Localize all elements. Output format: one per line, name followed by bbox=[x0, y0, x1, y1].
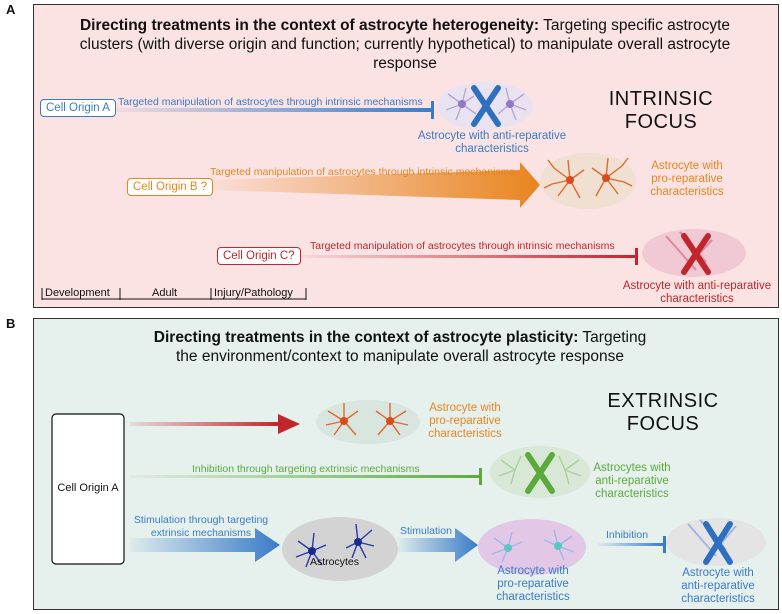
x-mark-green-icon bbox=[525, 452, 555, 494]
caption-mid-b-line3: characteristics bbox=[595, 488, 669, 500]
extrinsic-focus-line2: FOCUS bbox=[626, 413, 700, 435]
intrinsic-focus-line2: FOCUS bbox=[624, 111, 698, 133]
timeline-development: Development bbox=[45, 287, 110, 299]
panel-a-title-rest: Targeting specific astrocyte clusters (w… bbox=[79, 17, 731, 72]
caption-a-line1: Astrocyte with anti-reparative bbox=[417, 130, 567, 142]
caption-c: Astrocyte with anti-reparative character… bbox=[612, 280, 782, 306]
x-mark-c-icon bbox=[681, 233, 711, 275]
green-inhibition-line bbox=[130, 468, 482, 485]
caption-top-b: Astrocyte with pro-reparative characteri… bbox=[420, 402, 510, 441]
caption-anti-b-line3: characteristics bbox=[681, 593, 755, 605]
timeline-adult: Adult bbox=[152, 287, 178, 299]
caption-pro-b-line1: Astrocyte with bbox=[497, 565, 569, 577]
panel-b-title: Directing treatments in the context of a… bbox=[150, 328, 650, 366]
extrinsic-focus-label: EXTRINSIC FOCUS bbox=[598, 390, 728, 436]
stim-text-b-line1: Stimulation through targeting bbox=[133, 514, 269, 526]
astrocyte-cluster-top-b bbox=[316, 400, 420, 444]
caption-mid-b-line2: anti-reparative bbox=[595, 475, 669, 487]
caption-b-line1: Astrocyte with bbox=[651, 160, 723, 172]
stimulation-arrow-b bbox=[210, 162, 540, 208]
inhibition-text-b: Inhibition through targeting extrinsic m… bbox=[192, 463, 420, 475]
astrocyte-cluster-pro-b bbox=[478, 519, 586, 575]
caption-anti-b: Astrocyte with anti-reparative character… bbox=[668, 567, 768, 606]
astrocytes-label: Astrocytes bbox=[310, 556, 360, 568]
caption-mid-b: Astrocytes with anti-reparative characte… bbox=[582, 462, 682, 501]
caption-anti-b-line2: anti-reparative bbox=[681, 580, 755, 592]
inhibition-line-a bbox=[112, 101, 434, 119]
panel-a-title-bold: Directing treatments in the context of a… bbox=[79, 17, 540, 34]
x-mark-blue-b-icon bbox=[703, 521, 733, 565]
caption-top-b-line3: characteristics bbox=[428, 428, 502, 440]
caption-top-b-line2: pro-reparative bbox=[429, 415, 501, 427]
panel-a-label: A bbox=[6, 2, 16, 17]
inhibition-line-b bbox=[598, 536, 666, 553]
panel-b-title-rest: Targeting the environment/context to man… bbox=[175, 329, 647, 365]
stim-text-b-line2: extrinsic mechanisms bbox=[150, 527, 252, 539]
stimulation-label: Stimulation bbox=[400, 525, 452, 537]
caption-b: Astrocyte with pro-reparative characteri… bbox=[632, 160, 742, 199]
stim-text-b: Stimulation through targeting extrinsic … bbox=[126, 514, 276, 540]
astrocyte-cluster-b bbox=[540, 153, 636, 209]
stimulation-arrow-b2 bbox=[398, 528, 478, 562]
arrow-text-a: Targeted manipulation of astrocytes thro… bbox=[118, 96, 423, 108]
panel-a-title: Directing treatments in the context of a… bbox=[70, 16, 740, 73]
arrow-text-c: Targeted manipulation of astrocytes thro… bbox=[310, 240, 615, 252]
caption-pro-b-line3: characteristics bbox=[496, 591, 570, 603]
caption-c-line1: Astrocyte with anti-reparative bbox=[622, 280, 772, 292]
cell-origin-b-label: Cell Origin A bbox=[57, 482, 119, 494]
cell-origin-b-box bbox=[51, 413, 125, 565]
cell-origin-c-box: Cell Origin C? bbox=[217, 247, 301, 265]
caption-c-line2: characteristics bbox=[660, 293, 734, 305]
intrinsic-focus-line1: INTRINSIC bbox=[608, 88, 714, 110]
caption-b-line2: pro-reparative bbox=[651, 173, 723, 185]
inhibition-line-c bbox=[300, 248, 638, 265]
caption-pro-b: Astrocyte with pro-reparative characteri… bbox=[478, 565, 588, 604]
caption-mid-b-line1: Astrocytes with bbox=[593, 462, 671, 474]
caption-top-b-line1: Astrocyte with bbox=[429, 402, 501, 414]
cell-origin-a-box: Cell Origin A bbox=[40, 99, 116, 117]
caption-a-line2: characteristics bbox=[455, 143, 529, 155]
panel-b bbox=[33, 318, 779, 610]
panel-b-label: B bbox=[6, 316, 16, 331]
caption-a: Astrocyte with anti-reparative character… bbox=[412, 130, 572, 156]
arrow-text-b: Targeted manipulation of astrocytes thro… bbox=[210, 166, 515, 178]
cell-origin-b-box: Cell Origin B ? bbox=[127, 178, 214, 196]
red-arrow-b bbox=[130, 414, 300, 434]
timeline bbox=[41, 288, 307, 300]
intrinsic-focus-label: INTRINSIC FOCUS bbox=[596, 88, 726, 134]
caption-b-line3: characteristics bbox=[650, 186, 724, 198]
caption-anti-b-line1: Astrocyte with bbox=[682, 567, 754, 579]
timeline-injury: Injury/Pathology bbox=[214, 287, 293, 299]
astrocyte-cluster-bottom-b bbox=[282, 517, 398, 581]
inhibition-label-b: Inhibition bbox=[606, 529, 649, 541]
stimulation-arrow-b1 bbox=[130, 528, 280, 562]
x-mark-a-icon bbox=[471, 85, 501, 127]
caption-pro-b-line2: pro-reparative bbox=[497, 578, 569, 590]
panel-b-title-bold: Directing treatments in the context of a… bbox=[153, 329, 579, 346]
extrinsic-focus-line1: EXTRINSIC bbox=[607, 390, 719, 412]
